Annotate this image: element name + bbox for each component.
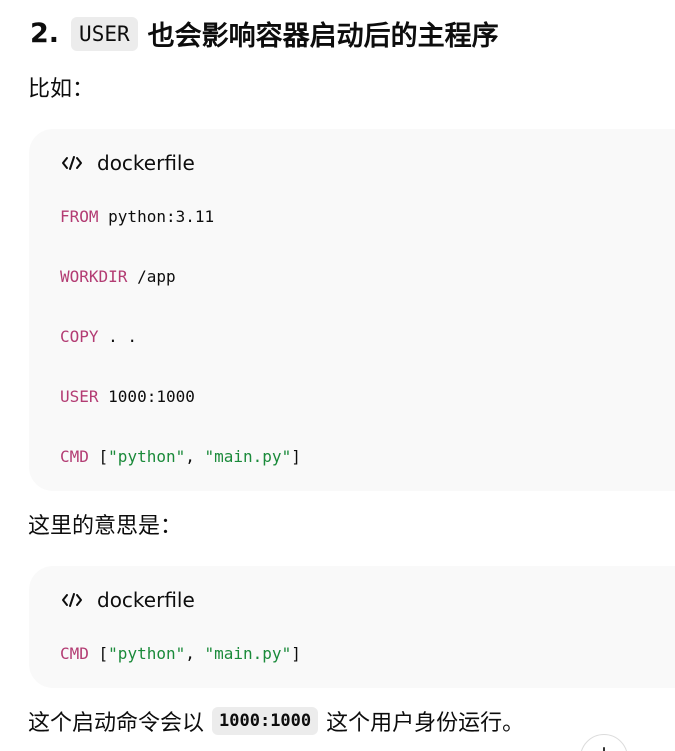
code-punct: , [185,447,205,466]
code-keyword: USER [60,387,99,406]
code-block-2: dockerfile CMD ["python", "main.py"] [29,566,675,688]
intro-paragraph: 比如： [28,77,95,102]
final-text-before: 这个启动命令会以 [28,711,205,736]
code-line-cmd: CMD ["python", "main.py"] [60,644,301,663]
code-block-1: dockerfile FROM python:3.11 WORKDIR /app… [29,129,675,491]
code-string: "python" [108,447,186,466]
code-keyword: FROM [60,207,99,226]
final-paragraph: 这个启动命令会以 1000:1000 这个用户身份运行。 [28,705,524,737]
code-line-workdir: WORKDIR /app [60,267,176,286]
code-keyword: COPY [60,327,99,346]
code-line-cmd: CMD ["python", "main.py"] [60,447,301,466]
code-string: "python" [108,644,186,663]
code-block-1-header: dockerfile [61,151,195,175]
code-keyword: CMD [60,644,89,663]
code-punct: ] [291,644,301,663]
code-language-label: dockerfile [97,588,195,612]
code-line-user: USER 1000:1000 [60,387,195,406]
code-icon [62,593,82,607]
explain-paragraph: 这里的意思是： [28,514,183,539]
code-punct: [ [88,447,109,466]
final-text-after: 这个用户身份运行。 [326,711,525,736]
code-keyword: WORKDIR [60,267,128,286]
code-line-from: FROM python:3.11 [60,207,214,226]
code-text: python:3.11 [98,207,215,226]
code-icon [62,156,82,170]
code-line-copy: COPY . . [60,327,137,346]
code-text: /app [127,267,176,286]
heading-text: 也会影响容器启动后的主程序 [147,21,499,52]
final-inline-code: 1000:1000 [212,707,319,735]
section-heading: 2. USER 也会影响容器启动后的主程序 [30,14,499,53]
code-punct: , [185,644,205,663]
code-block-2-header: dockerfile [61,588,195,612]
code-text: . . [98,327,138,346]
code-string: "main.py" [204,644,292,663]
heading-number: 2. [30,18,60,49]
scroll-down-button[interactable] [580,734,628,751]
heading-inline-code: USER [71,16,138,51]
code-string: "main.py" [204,447,292,466]
code-keyword: CMD [60,447,89,466]
code-punct: [ [88,644,109,663]
scroll-down-icon [603,747,605,751]
code-text: 1000:1000 [98,387,195,406]
code-language-label: dockerfile [97,151,195,175]
code-punct: ] [291,447,301,466]
